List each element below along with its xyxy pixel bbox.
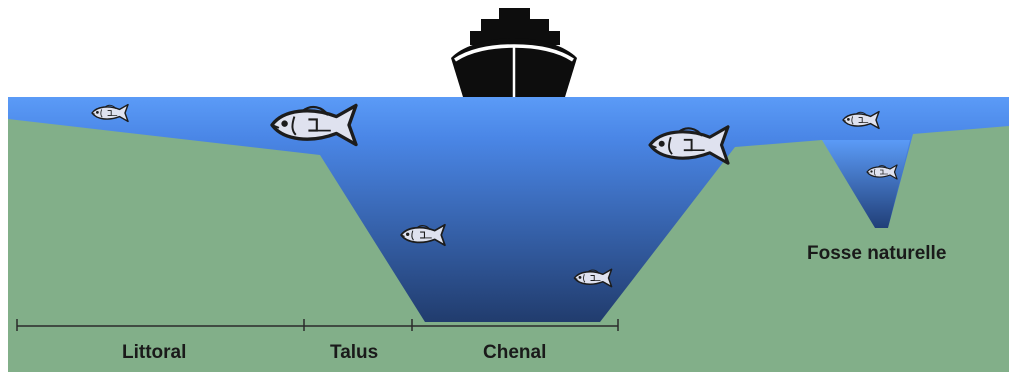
ship-icon [451, 8, 577, 97]
chenal-label: Chenal [483, 342, 546, 364]
fosse-naturelle-label: Fosse naturelle [807, 243, 946, 265]
talus-label: Talus [330, 342, 378, 364]
littoral-label: Littoral [122, 342, 186, 364]
